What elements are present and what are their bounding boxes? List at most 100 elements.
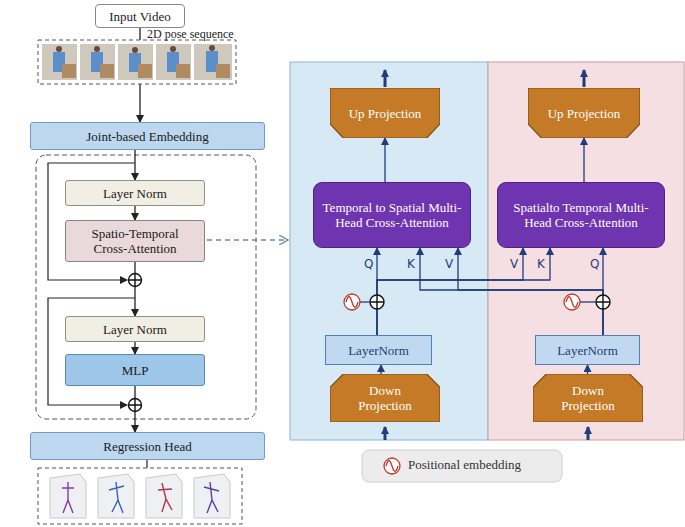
positional-symbol	[564, 294, 580, 310]
edge-label: Q	[590, 257, 599, 271]
add-circle	[129, 399, 142, 412]
embed-link	[580, 301, 596, 302]
node-text: Layer Norm	[103, 322, 167, 337]
skeleton-strip	[38, 468, 242, 524]
flow-arrow	[384, 70, 387, 87]
pe-circle	[564, 294, 580, 310]
residual-line	[48, 298, 135, 405]
frame-bg	[156, 44, 191, 80]
connector	[602, 248, 603, 335]
flow-arrow	[384, 427, 387, 440]
process-box: Joint-based Embedding	[30, 122, 265, 150]
embed-links	[360, 301, 596, 302]
positional-symbol	[344, 294, 360, 310]
pe-wave	[346, 297, 358, 308]
edge-label: V	[510, 257, 518, 271]
frame-bg	[80, 44, 115, 80]
flow-arrow	[583, 70, 586, 87]
process-box: Layer Norm	[65, 316, 205, 342]
process-box: Down Projection	[533, 374, 643, 422]
detail-arrow	[207, 239, 288, 240]
node-text: LayerNorm	[557, 343, 618, 358]
head	[209, 45, 215, 51]
frame-strip	[38, 40, 236, 84]
node-text: Layer Norm	[103, 186, 167, 201]
output-line	[146, 460, 147, 468]
video-frame	[80, 44, 115, 80]
process-box: Temporal to Spatial Multi-Head Cross-Att…	[313, 182, 471, 248]
legend-box	[362, 450, 562, 482]
node-text: Joint-based Embedding	[86, 129, 208, 144]
box	[176, 64, 190, 78]
skeleton-cube	[194, 474, 230, 518]
pe-circle	[344, 294, 360, 310]
strip-border	[38, 468, 242, 524]
node-text: Regression Head	[103, 439, 191, 454]
add-circle	[129, 274, 142, 287]
embed-link	[360, 301, 370, 302]
box	[216, 64, 230, 78]
connector	[134, 150, 135, 180]
node-text: Input Video	[109, 9, 170, 24]
positional-symbol	[384, 458, 400, 474]
edge-label: K	[537, 257, 545, 271]
projection-outline	[528, 88, 640, 138]
process-box: Spatio-Temporal Cross-Attention	[65, 220, 205, 262]
video-frame	[118, 44, 153, 80]
connector	[458, 248, 603, 335]
box	[138, 64, 152, 78]
annotation-label: 2D pose sequence	[147, 27, 234, 42]
connector	[377, 248, 523, 335]
node-text: Up Projection	[349, 106, 422, 121]
pink-panel	[488, 62, 684, 440]
connector	[384, 138, 385, 182]
process-box: Layer Norm	[65, 180, 205, 206]
skeleton-cube	[146, 474, 182, 518]
process-box: Input Video	[95, 4, 185, 28]
add-symbol	[129, 399, 142, 412]
frame-bg	[118, 44, 153, 80]
flow-arrow	[587, 427, 590, 440]
connector	[134, 342, 135, 354]
frame-bg	[42, 44, 77, 80]
frame-bg	[194, 44, 232, 80]
connector	[380, 365, 381, 374]
add-cross	[370, 295, 384, 309]
process-box: Up Projection	[528, 88, 640, 138]
process-box: Spatialto Temporal Multi-Head Cross-Atte…	[497, 182, 665, 248]
skeleton-cube	[50, 474, 86, 518]
box	[100, 64, 114, 78]
pe-circle	[384, 458, 400, 474]
process-box: Regression Head	[30, 432, 265, 460]
node-text: Down Projection	[348, 383, 422, 413]
add-symbol	[370, 295, 384, 309]
add-circle	[596, 295, 610, 309]
video-frame	[42, 44, 77, 80]
connector	[587, 365, 588, 374]
node-text: Up Projection	[548, 106, 621, 121]
add-cross	[596, 295, 610, 309]
skeleton	[158, 483, 172, 512]
projection-outline	[330, 88, 440, 138]
add-symbol	[596, 295, 610, 309]
process-box: MLP	[65, 354, 205, 386]
edge-label: V	[445, 257, 453, 271]
connector	[134, 206, 135, 220]
video-frame	[156, 44, 191, 80]
skeleton-panels	[50, 474, 230, 518]
process-box: LayerNorm	[325, 335, 432, 365]
node-text: Spatialto Temporal Multi-Head Cross-Atte…	[506, 200, 656, 230]
node-text: MLP	[122, 363, 149, 378]
connector	[420, 248, 603, 335]
connector	[583, 138, 584, 182]
head	[132, 47, 138, 53]
head	[94, 46, 100, 52]
skeleton-cube	[98, 474, 134, 518]
pe-wave	[566, 297, 578, 308]
node-text: Down Projection	[551, 383, 625, 413]
box	[62, 64, 76, 78]
add-cross	[129, 399, 141, 411]
pe-wave	[386, 461, 398, 472]
